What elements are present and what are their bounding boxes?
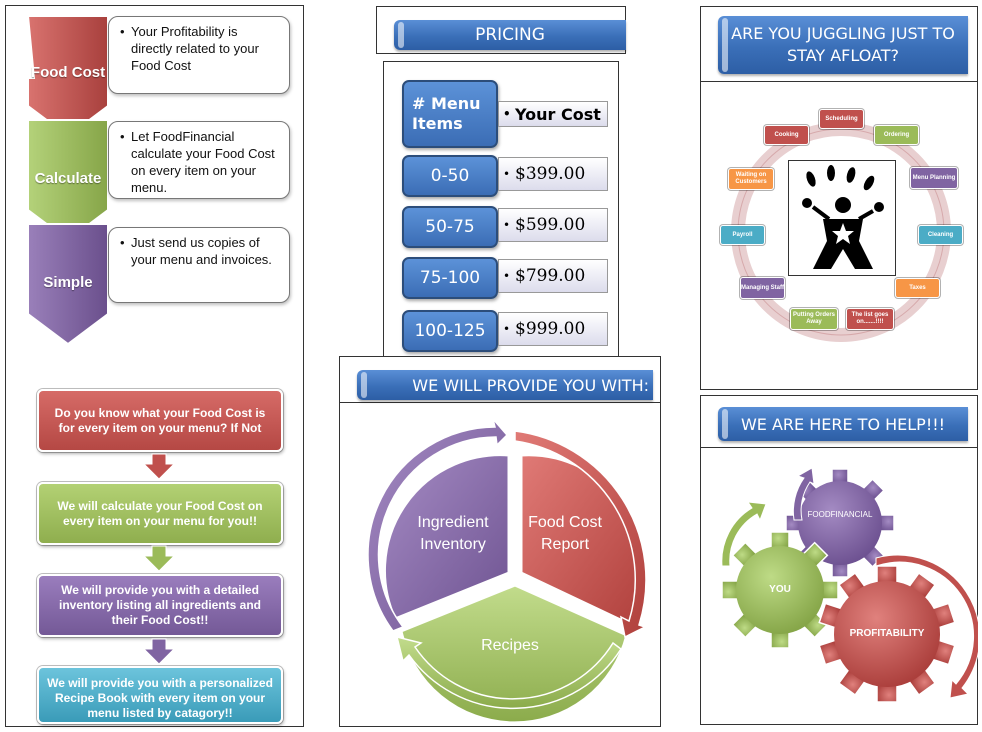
step-text-simple: Just send us copies of your menu and inv… [108, 227, 290, 303]
segment-label-food-cost: Food Cost Report [528, 514, 602, 553]
step-chevrons [26, 15, 109, 346]
task-managing-staff: Managing Staff [740, 277, 785, 299]
flow-arrow-purple [142, 638, 176, 665]
pricing-cost-2: $799.00 [498, 259, 608, 293]
pricing-cost-0: $399.00 [498, 157, 608, 191]
pricing-range-3: 100-125 [402, 310, 498, 352]
pricing-range-0: 0-50 [402, 155, 498, 197]
step-text-food-cost: Your Profitability is directly related t… [108, 16, 290, 94]
task-list-goes-on: The list goes on.......!!!! [846, 308, 894, 330]
flow-box-inventory: We will provide you with a detailed inve… [37, 574, 283, 637]
step-label-simple: Simple [43, 274, 93, 291]
task-cleaning: Cleaning [918, 225, 963, 245]
help-gears [721, 467, 978, 703]
flow-arrows [142, 453, 176, 665]
task-menu-planning: Menu Planning [910, 167, 958, 189]
provide-title: WE WILL PROVIDE YOU WITH: [357, 370, 653, 400]
task-taxes: Taxes [895, 278, 940, 298]
task-payroll: Payroll [720, 225, 765, 245]
pricing-header-cost: Your Cost [498, 101, 608, 127]
task-ordering: Ordering [874, 125, 919, 145]
flow-arrow-green [142, 545, 176, 572]
step-label-calculate: Calculate [34, 170, 102, 187]
task-putting-orders-away: Putting Orders Away [790, 308, 838, 330]
pricing-cost-1: $599.00 [498, 208, 608, 242]
flow-arrow-red [142, 453, 176, 480]
gear-label-you: YOU [769, 584, 791, 595]
arrow-recipes [395, 635, 623, 710]
segment-label-recipes: Recipes [481, 637, 539, 654]
gear-profitability [818, 565, 956, 703]
gear-foodfinancial [785, 468, 895, 578]
gear-label-profitability: PROFITABILITY [849, 628, 925, 639]
pricing-title: PRICING [394, 20, 626, 50]
gear-label-foodfinancial: FOODFINANCIAL [807, 510, 873, 519]
flow-box-recipe-book: We will provide you with a personalized … [37, 666, 283, 724]
task-scheduling: Scheduling [819, 109, 864, 129]
task-waiting-on-customers: Waiting on Customers [728, 168, 774, 190]
step-text-calculate: Let FoodFinancial calculate your Food Co… [108, 121, 290, 199]
segment-label-inventory: Ingredient Inventory [417, 514, 489, 553]
arrow-purple-gear [792, 467, 815, 521]
juggler-icon [802, 165, 884, 269]
pricing-range-2: 75-100 [402, 257, 498, 299]
arrow-food-cost [514, 430, 647, 639]
juggling-title: ARE YOU JUGGLING JUST TO STAY AFLOAT? [718, 16, 968, 74]
pricing-header-items: # Menu Items [402, 80, 498, 148]
arrow-green-gear [721, 501, 767, 567]
arrow-red-gear [875, 554, 978, 699]
pricing-range-1: 50-75 [402, 206, 498, 248]
help-title: WE ARE HERE TO HELP!!! [718, 407, 968, 441]
flow-box-question: Do you know what your Food Cost is for e… [37, 389, 283, 452]
juggler-image-frame [788, 160, 896, 276]
task-cooking: Cooking [764, 125, 809, 145]
pricing-cost-3: $999.00 [498, 312, 608, 346]
chevron-simple [27, 223, 109, 346]
segment-inventory [383, 453, 511, 621]
arrow-inventory [367, 418, 509, 632]
flow-box-calculate: We will calculate your Food Cost on ever… [37, 482, 283, 545]
provide-cycle-diagram [367, 418, 647, 725]
step-label-food-cost: Food Cost [30, 64, 106, 81]
